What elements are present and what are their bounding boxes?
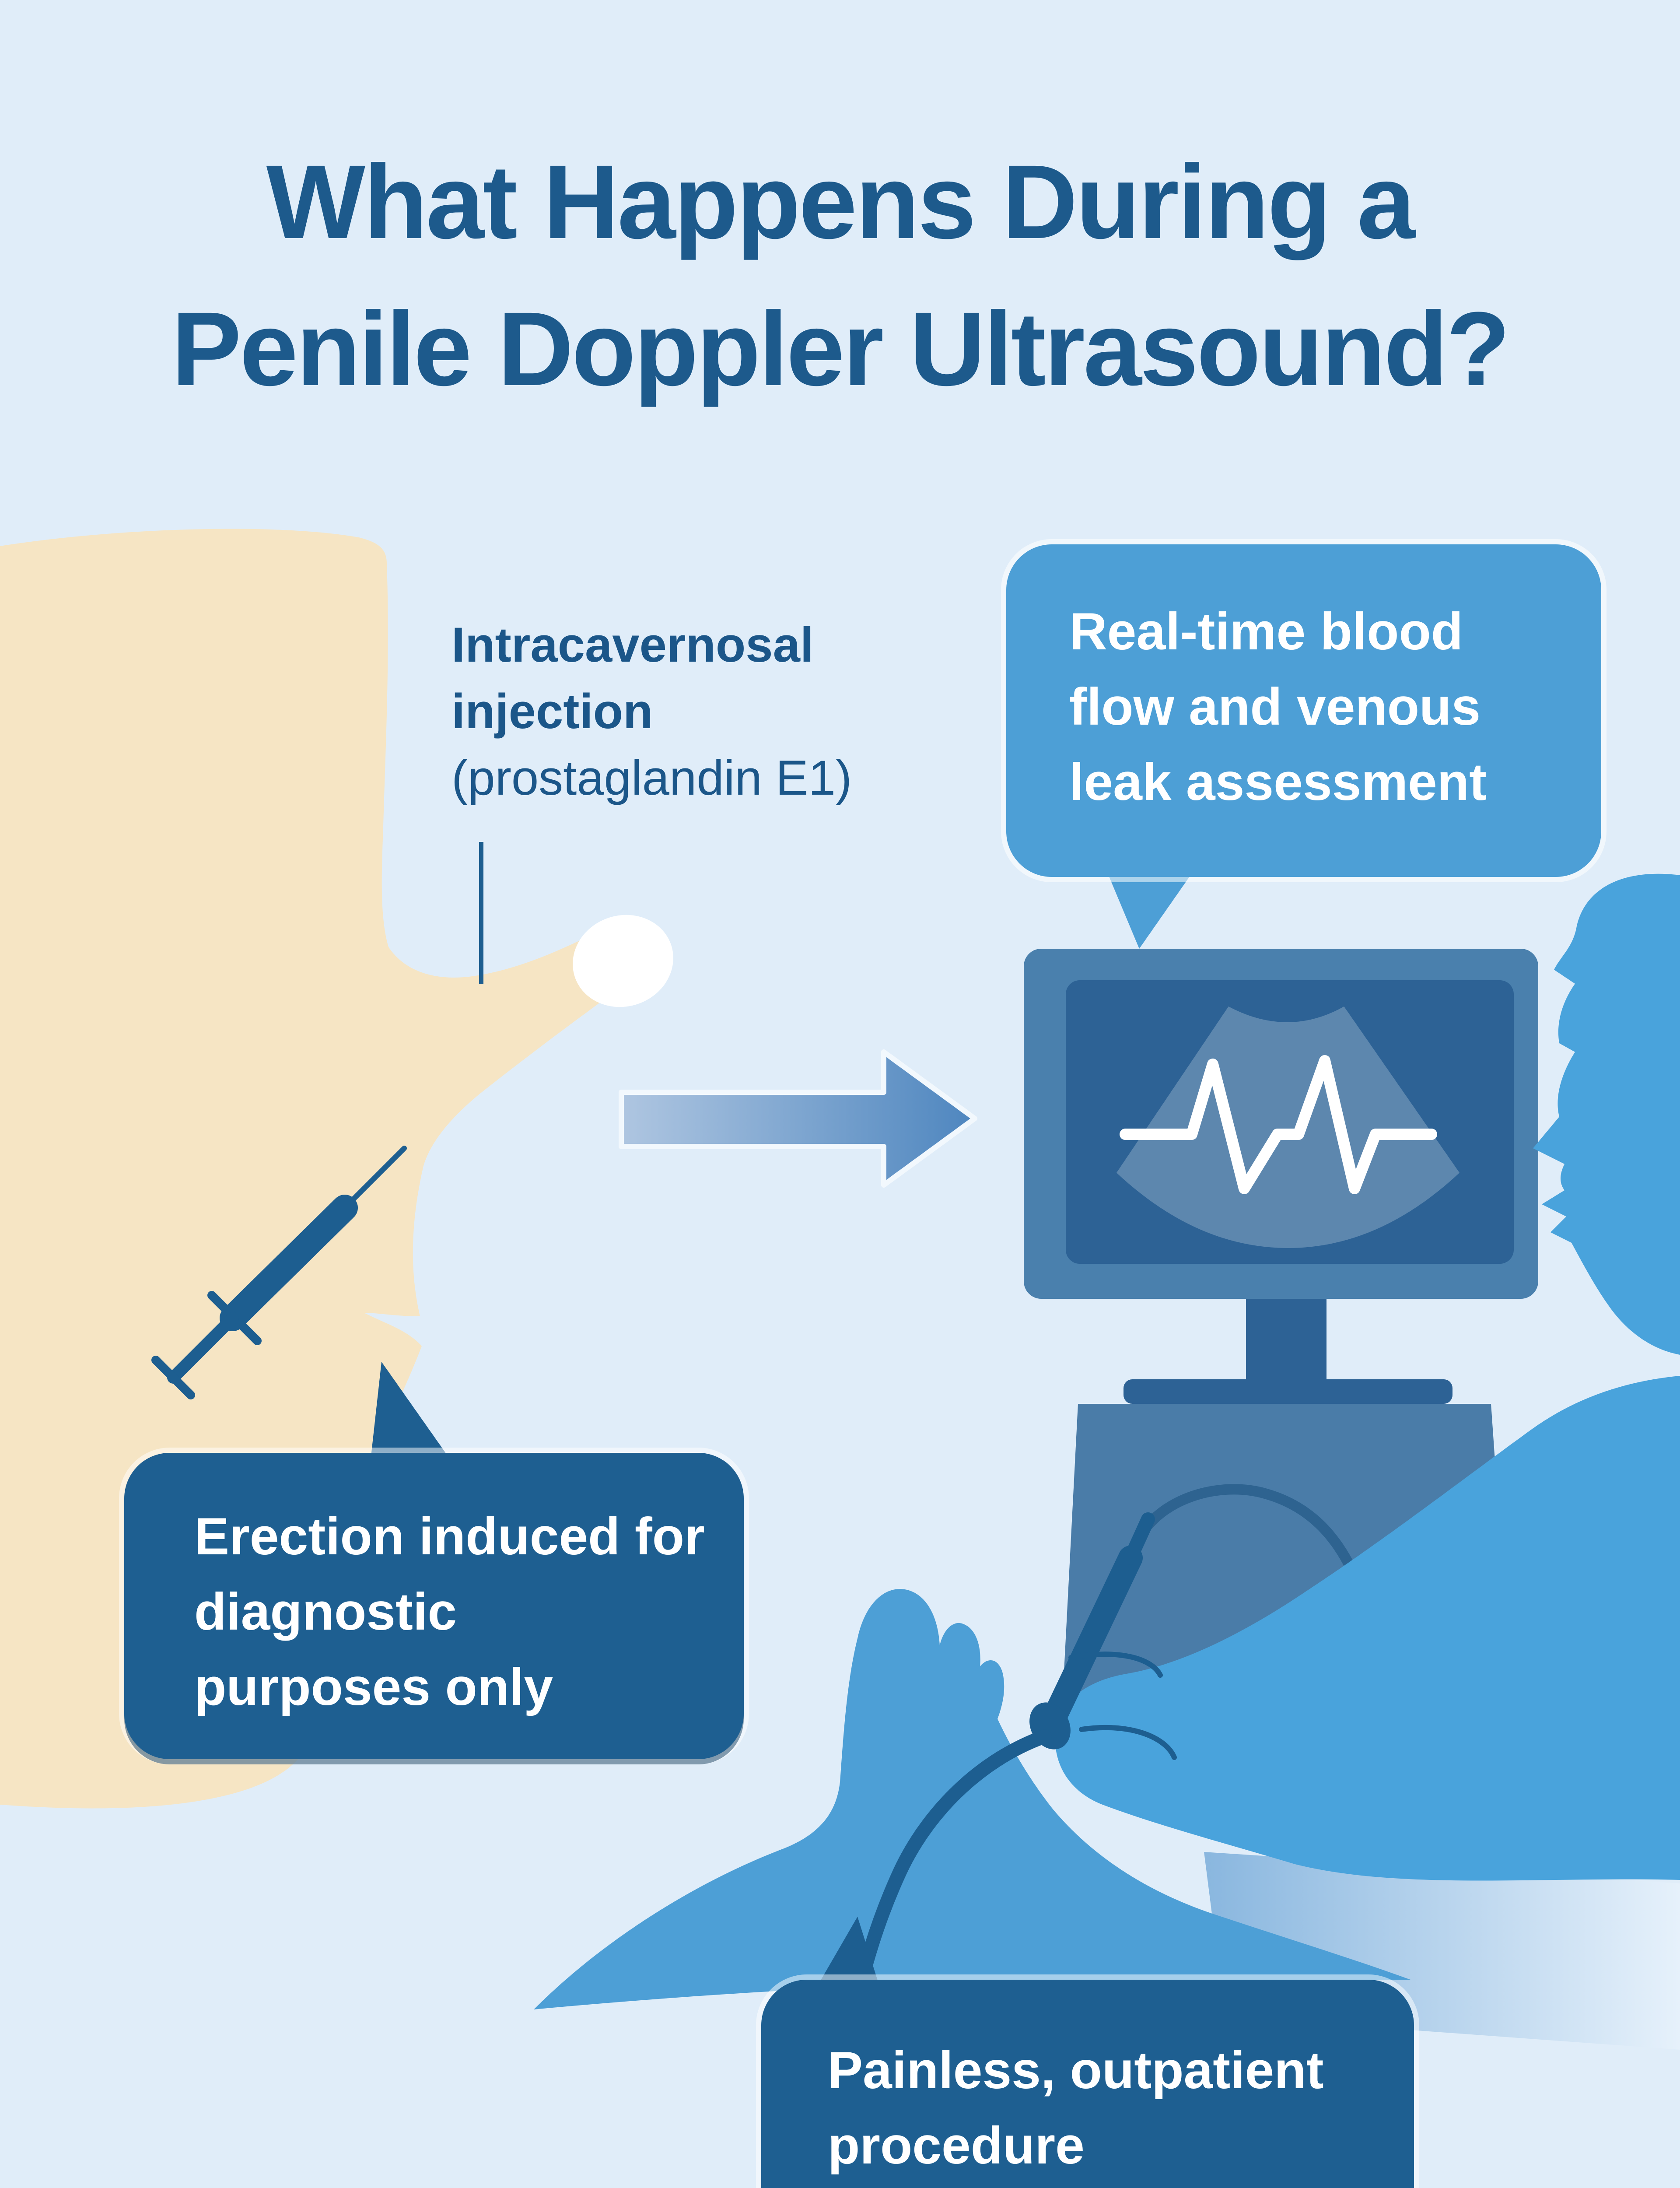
page-title-line1: What Happens During a [266, 144, 1416, 261]
arrow-right-icon [619, 1049, 977, 1188]
page-title: What Happens During a Penile Doppler Ult… [0, 130, 1680, 424]
syringe-icon [151, 1146, 407, 1399]
realtime-line1: Real-time blood [1069, 604, 1463, 662]
page-title-line2: Penile Doppler Ultrasound? [171, 291, 1510, 408]
ultrasound-fan [1116, 1006, 1460, 1248]
speech-bubble-erection: Erection induced for diagnostic purposes… [124, 1453, 744, 1759]
caption-bubble-painless: Painless, outpatient procedure (30–40 mi… [761, 1980, 1414, 2188]
sonographer-head [1533, 873, 1680, 1355]
speech-bubble-realtime: Real-time blood flow and venous leak ass… [1006, 544, 1601, 877]
hand-finger-lines [1068, 1652, 1177, 1760]
painless-line1: Painless, outpatient [828, 2043, 1324, 2100]
patient-hand-shape [534, 1589, 1410, 2009]
erection-line2: diagnostic [194, 1584, 457, 1642]
realtime-line2: flow and venous [1069, 679, 1481, 737]
ultrasound-monitor-icon [1024, 949, 1538, 1386]
injection-label-line2: injection [452, 684, 653, 739]
painless-line2: procedure [828, 2118, 1085, 2176]
finger-tip-highlight [573, 915, 673, 1007]
monitor-platform [1124, 1379, 1452, 1404]
painless-line3: (30–40 minutes) [828, 2186, 1396, 2188]
erection-line1: Erection induced for [194, 1509, 705, 1567]
injection-label-line1: Intracavernosal [452, 618, 814, 672]
monitor-stand [1246, 1299, 1326, 1386]
sonographer-arm [1055, 1376, 1680, 1881]
erection-line3: purposes only [194, 1659, 553, 1717]
injection-label: Intracavernosal injection (prostaglandin… [452, 613, 976, 813]
waveform-icon [1120, 1055, 1437, 1194]
speech-bubble-tail-erection [371, 1362, 448, 1456]
probe-cable-junction [819, 1917, 878, 1983]
realtime-line3: leak assessment [1069, 754, 1487, 812]
probe-cable-down [854, 1729, 1052, 1990]
injection-label-line3: (prostaglandin E1) [452, 751, 852, 806]
speech-bubble-tail-realtime [1108, 873, 1192, 949]
